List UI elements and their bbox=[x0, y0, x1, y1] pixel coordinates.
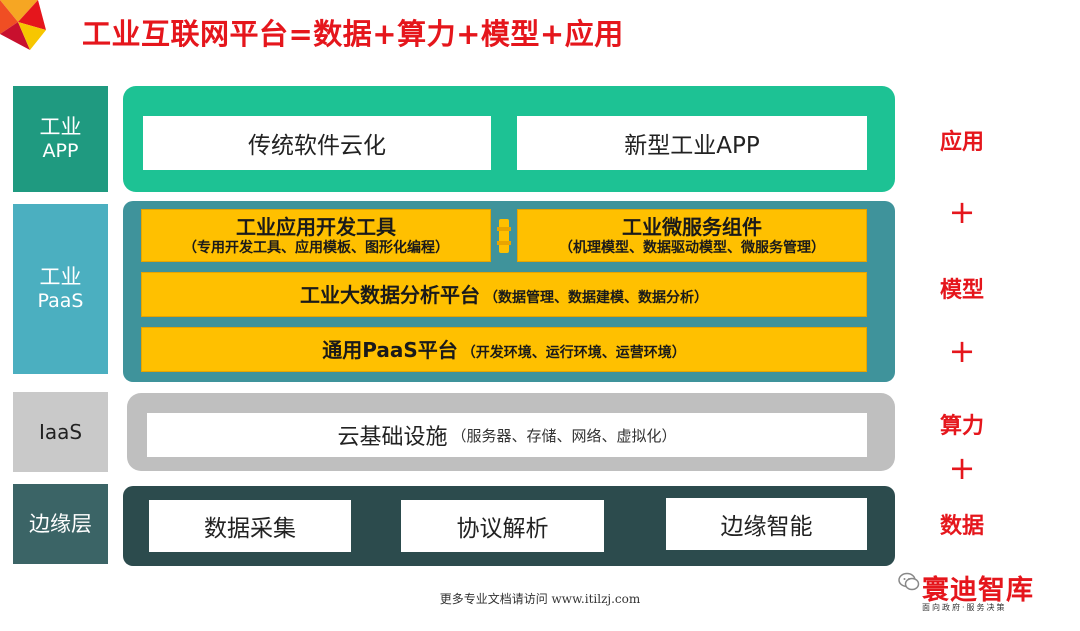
layer-label-app-line1: 工业 bbox=[40, 114, 82, 140]
layer-label-paas-line2: PaaS bbox=[38, 290, 84, 314]
right-label-data: 数据 bbox=[912, 508, 1012, 540]
wechat-icon bbox=[898, 572, 920, 592]
cloud-infrastructure-title: 云基础设施 bbox=[337, 419, 447, 451]
edge-item-data-collection: 数据采集 bbox=[149, 500, 351, 552]
layer-label-app: 工业 APP bbox=[13, 86, 108, 192]
right-label-application: 应用 bbox=[912, 124, 1012, 156]
brand-tagline: 面向政府·服务决策 bbox=[922, 602, 1007, 613]
app-item-traditional-cloud: 传统软件云化 bbox=[143, 116, 491, 170]
dev-tools-subtitle: （专用开发工具、应用模板、图形化编程） bbox=[183, 239, 449, 257]
connector-icon bbox=[497, 219, 511, 253]
plus-sign: + bbox=[912, 335, 1012, 367]
microservice-subtitle: （机理模型、数据驱动模型、微服务管理） bbox=[559, 239, 825, 257]
layer-label-app-line2: APP bbox=[43, 140, 79, 164]
corner-decoration-logo bbox=[0, 0, 60, 60]
layer-label-paas-line1: 工业 bbox=[40, 264, 82, 290]
edge-item-protocol-parsing: 协议解析 bbox=[401, 500, 604, 552]
right-label-compute: 算力 bbox=[912, 408, 1012, 440]
dev-tools-box: 工业应用开发工具 （专用开发工具、应用模板、图形化编程） bbox=[141, 209, 491, 262]
general-paas-box: 通用PaaS平台 （开发环境、运行环境、运营环境） bbox=[141, 327, 867, 372]
app-item-new-industrial-app: 新型工业APP bbox=[517, 116, 867, 170]
general-paas-title: 通用PaaS平台 bbox=[322, 338, 458, 362]
layer-label-edge-text: 边缘层 bbox=[29, 511, 92, 537]
page-title: 工业互联网平台=数据+算力+模型+应用 bbox=[82, 14, 624, 54]
bigdata-platform-box: 工业大数据分析平台 （数据管理、数据建模、数据分析） bbox=[141, 272, 867, 317]
layer-label-iaas-text: IaaS bbox=[39, 420, 82, 445]
dev-tools-title: 工业应用开发工具 bbox=[236, 215, 396, 239]
cloud-infrastructure-note: （服务器、存储、网络、虚拟化） bbox=[452, 425, 677, 446]
microservice-box: 工业微服务组件 （机理模型、数据驱动模型、微服务管理） bbox=[517, 209, 867, 262]
general-paas-subtitle: （开发环境、运行环境、运营环境） bbox=[462, 344, 686, 362]
plus-sign: + bbox=[912, 452, 1012, 484]
layer-label-paas: 工业 PaaS bbox=[13, 204, 108, 374]
bigdata-platform-subtitle: （数据管理、数据建模、数据分析） bbox=[484, 289, 708, 307]
layer-label-edge: 边缘层 bbox=[13, 484, 108, 564]
plus-sign: + bbox=[912, 196, 1012, 228]
layer-label-iaas: IaaS bbox=[13, 392, 108, 472]
microservice-title: 工业微服务组件 bbox=[622, 215, 762, 239]
footer-text: 更多专业文档请访问 www.itilzj.com bbox=[0, 590, 1080, 607]
bigdata-platform-title: 工业大数据分析平台 bbox=[300, 283, 480, 307]
edge-item-edge-intelligence: 边缘智能 bbox=[666, 498, 867, 550]
right-label-model: 模型 bbox=[912, 272, 1012, 304]
cloud-infrastructure-box: 云基础设施 （服务器、存储、网络、虚拟化） bbox=[147, 413, 867, 457]
